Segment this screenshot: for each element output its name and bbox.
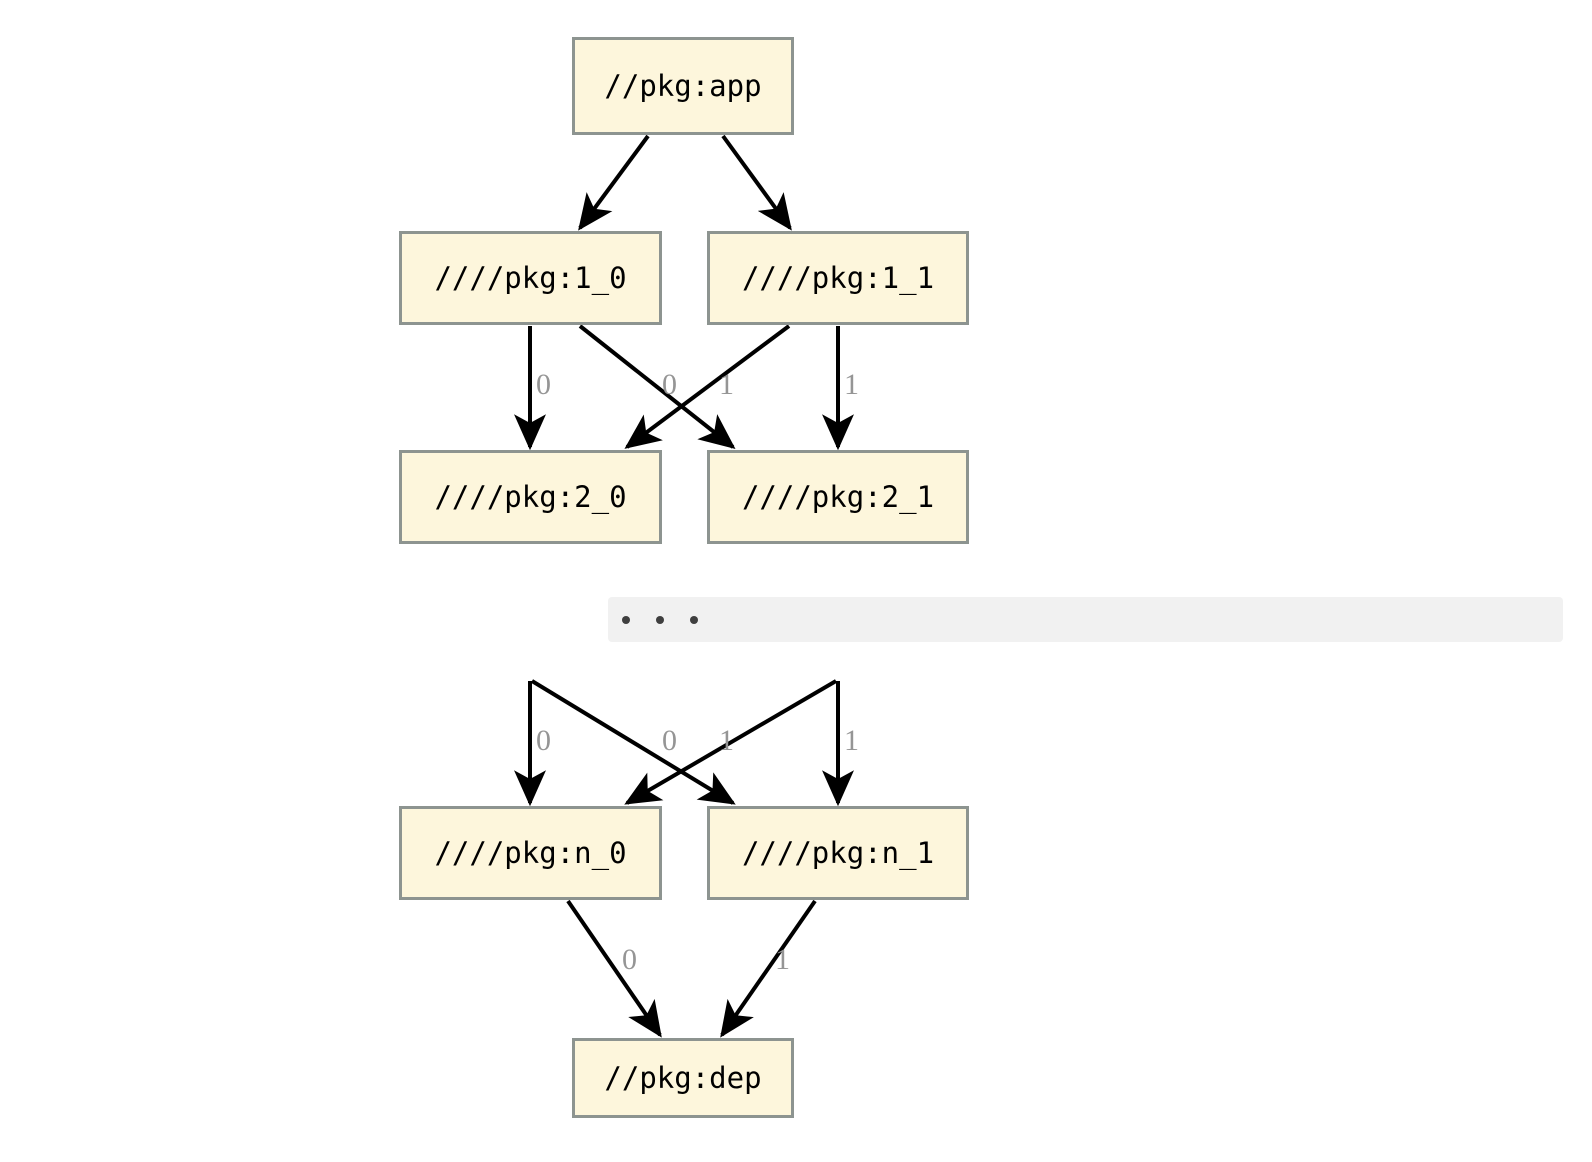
node-label: ////pkg:1_1 <box>741 261 935 295</box>
node-pkg-2-0[interactable]: ////pkg:2_0 <box>399 450 662 544</box>
node-pkg-1-1[interactable]: ////pkg:1_1 <box>707 231 969 325</box>
node-pkg-n-1[interactable]: ////pkg:n_1 <box>707 806 969 900</box>
node-pkg-n-0[interactable]: ////pkg:n_0 <box>399 806 662 900</box>
edge-label: 1 <box>719 368 734 401</box>
node-label: ////pkg:n_0 <box>434 836 627 870</box>
edge-label: 0 <box>536 724 551 757</box>
node-pkg-1-0[interactable]: ////pkg:1_0 <box>399 231 662 325</box>
ellipsis-dot-icon <box>656 615 664 624</box>
edge-label: 1 <box>844 724 859 757</box>
node-pkg-dep[interactable]: //pkg:dep <box>572 1038 794 1118</box>
ellipsis-dot-icon <box>690 615 698 624</box>
node-label: ////pkg:2_1 <box>741 480 935 514</box>
edge-arrow <box>624 679 838 805</box>
node-label: //pkg:dep <box>604 1061 762 1095</box>
edge-arrow <box>720 899 817 1038</box>
ellipsis-dot-icon <box>622 615 630 624</box>
node-label: ////pkg:1_0 <box>434 261 627 295</box>
edge-label: 0 <box>622 943 637 976</box>
node-label: ////pkg:n_1 <box>741 836 935 870</box>
edge-label: 1 <box>844 368 859 401</box>
edge-label: 0 <box>536 368 551 401</box>
edge-arrow <box>566 899 662 1038</box>
node-pkg-app[interactable]: //pkg:app <box>572 37 794 135</box>
edge-arrow <box>624 324 791 449</box>
edge-lines <box>514 134 854 1038</box>
edge-arrow <box>530 679 736 805</box>
node-pkg-2-1[interactable]: ////pkg:2_1 <box>707 450 969 544</box>
ellipsis-separator-band <box>608 597 1563 642</box>
ellipsis-dots <box>622 615 698 624</box>
node-label: ////pkg:2_0 <box>434 480 627 514</box>
edge-arrow <box>578 134 650 231</box>
edge-arrow <box>578 324 736 449</box>
edge-label: 0 <box>662 724 677 757</box>
edge-arrow <box>721 134 792 231</box>
edge-label: 1 <box>719 724 734 757</box>
edge-label: 0 <box>662 368 677 401</box>
node-label: //pkg:app <box>604 69 762 103</box>
edge-label: 1 <box>775 943 790 976</box>
